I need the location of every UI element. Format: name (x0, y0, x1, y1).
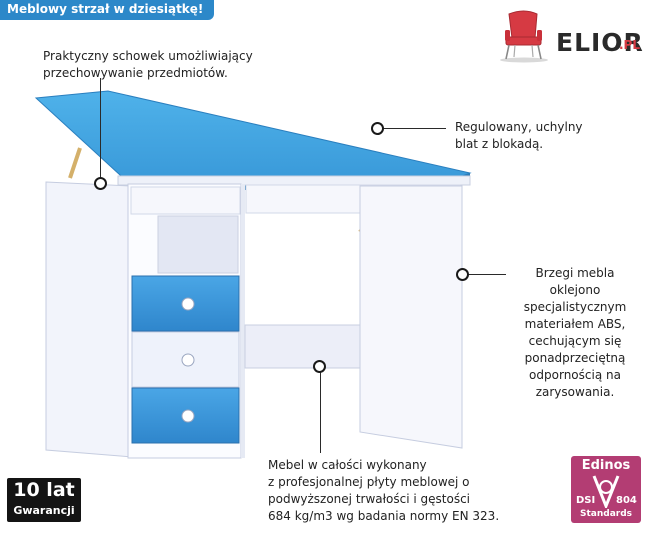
callout-tilt: Regulowany, uchylny blat z blokadą. (455, 120, 583, 151)
drawer-knob-icon (181, 409, 195, 423)
callout-dot-icon (371, 122, 384, 135)
elior-logo[interactable]: ELIOR .PL (497, 8, 647, 64)
callout-dot-icon (94, 177, 107, 190)
left-cabinet-side (45, 181, 133, 458)
callout-line-material (320, 369, 321, 453)
callout-dot-icon (456, 268, 469, 281)
chair-logo-icon (500, 10, 548, 63)
certificate-mark-icon (592, 475, 620, 508)
warranty-label: Gwarancji (13, 504, 75, 517)
logo-brand-text: ELIOR (556, 28, 644, 57)
callout-storage: Praktyczny schowek umożliwiający przecho… (43, 49, 253, 80)
drawer-knob-icon (181, 353, 195, 367)
callout-material: Mebel w całości wykonany z profesjonalne… (268, 458, 500, 523)
logo-suffix-text: .PL (619, 38, 640, 52)
drawer-knob-icon (181, 297, 195, 311)
certificate-number: 804 (616, 495, 637, 506)
promo-banner-text: Meblowy strzał w dziesiątkę! (7, 2, 204, 16)
certificate-standards: Standards (579, 509, 633, 519)
tilted-desk-top (34, 90, 472, 187)
warranty-badge: 10 lat Gwarancji (7, 478, 81, 522)
certificate-name: Edinos (581, 458, 631, 473)
warranty-years: 10 lat (13, 479, 75, 501)
callout-dot-icon (313, 360, 326, 373)
callout-line-tilt (382, 128, 446, 129)
rear-crossbar (244, 324, 372, 369)
certificate-dsi: DSI (576, 495, 596, 506)
edinos-certificate: Edinos DSI 804 Standards (571, 456, 641, 523)
left-cabinet-edge (241, 184, 245, 458)
left-strut (68, 147, 82, 179)
open-shelf (157, 215, 239, 274)
front-panel-left (130, 186, 241, 215)
callout-line-edges (466, 274, 506, 275)
callout-edges: Brzegi mebla oklejono specjalistycznym m… (523, 266, 627, 399)
promo-banner: Meblowy strzał w dziesiątkę! (0, 0, 214, 20)
callout-line-storage (100, 78, 101, 180)
right-leg-panel (359, 185, 463, 449)
